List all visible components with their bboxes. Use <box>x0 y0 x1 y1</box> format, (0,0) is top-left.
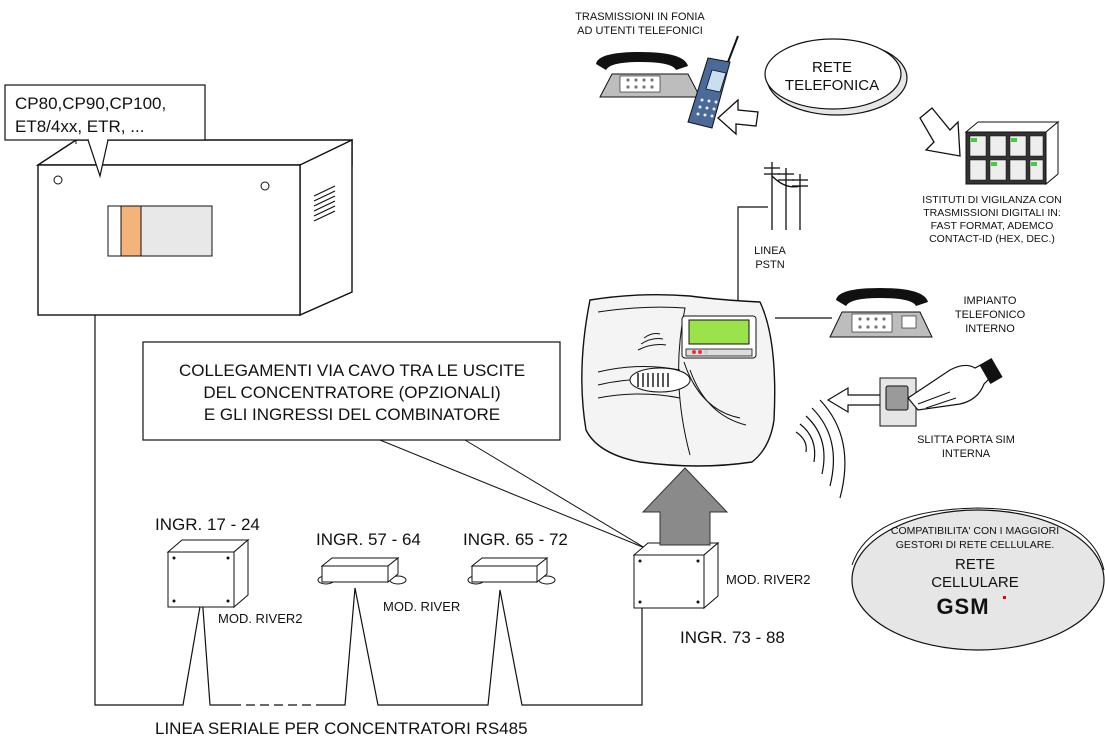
impianto-line-2: TELEFONICO <box>955 309 1026 321</box>
module-4-inputs: INGR. 73 - 88 <box>680 628 785 647</box>
gsm-combinator-device <box>581 293 776 467</box>
radio-waves-icon <box>795 399 846 499</box>
receiver-rack-icon <box>964 120 1060 186</box>
slitta-line-1: SLITTA PORTA SIM <box>917 434 1015 446</box>
serial-line-label: LINEA SERIALE PER CONCENTRATORI RS485 <box>155 719 528 738</box>
rete-telefonica-line-1: RETE <box>812 59 852 76</box>
internal-phone-icon <box>829 288 933 338</box>
mobile-phone-icon <box>687 35 739 129</box>
module-river-65-72 <box>467 556 556 585</box>
up-arrow-icon <box>641 467 729 546</box>
rete-telefonica-bubble: RETE TELEFONICA <box>764 38 908 116</box>
telephone-pole-icon <box>764 162 808 230</box>
left-arrow-to-phones-icon <box>717 98 759 136</box>
istituti-line-4: CONTACT-ID (HEX, DEC.) <box>929 233 1055 245</box>
istituti-line-3: FAST FORMAT, ADEMCO <box>931 220 1054 232</box>
gsm-network-bubble: COMPATIBILITA' CON I MAGGIORI GESTORI DI… <box>851 507 1105 651</box>
pstn-line-2: PSTN <box>755 259 784 271</box>
istituti-line-1: ISTITUTI DI VIGILANZA CON <box>922 194 1061 206</box>
cabinet-orange-module <box>120 205 142 257</box>
voice-tx-line-2: AD UTENTI TELEFONICI <box>577 25 703 37</box>
module-2-model: MOD. RIVER <box>383 599 460 614</box>
cable-connections-callout: COLLEGAMENTI VIA CAVO TRA LE USCITE DEL … <box>142 341 646 549</box>
gsm-logo-dot <box>1003 596 1006 599</box>
lcd-display <box>688 319 750 345</box>
rete-telefonica-line-2: TELEFONICA <box>785 77 879 94</box>
sim-slot-icon <box>879 377 917 427</box>
module-river2-17-24 <box>166 538 250 609</box>
module-river2-73-88 <box>632 541 720 610</box>
down-right-arrow-icon <box>919 107 961 157</box>
gsm-cellulare-label: CELLULARE <box>931 574 1019 591</box>
panel-models-line-1: CP80,CP90,CP100, <box>15 94 166 113</box>
gsm-rete-label: RETE <box>955 556 995 573</box>
cavo-line-2: DEL CONCENTRATORE (OPZIONALI) <box>203 383 500 402</box>
module-2-inputs: INGR. 57 - 64 <box>316 530 421 549</box>
module-1-model: MOD. RIVER2 <box>218 611 303 626</box>
pstn-line-1: LINEA <box>754 245 786 257</box>
panel-models-callout: CP80,CP90,CP100, ET8/4xx, ETR, ... <box>4 84 206 179</box>
cavo-line-3: E GLI INGRESSI DEL COMBINATORE <box>204 405 500 424</box>
cavo-line-1: COLLEGAMENTI VIA CAVO TRA LE USCITE <box>179 361 525 380</box>
gsm-logo: GSM <box>936 594 989 619</box>
gsm-compat-line-2: GESTORI DI RETE CELLULARE. <box>896 539 1055 551</box>
module-4-model: MOD. RIVER2 <box>726 572 811 587</box>
hand-icon <box>907 357 1003 411</box>
sim-insert-arrow-icon <box>826 386 886 414</box>
module-river-57-64 <box>317 556 407 585</box>
impianto-line-1: IMPIANTO <box>964 295 1017 307</box>
panel-models-line-2: ET8/4xx, ETR, ... <box>15 117 144 136</box>
istituti-line-2: TRASMISSIONI DIGITALI IN: <box>923 207 1061 219</box>
control-panel-cabinet <box>35 138 353 317</box>
slitta-line-2: INTERNA <box>942 448 991 460</box>
desk-phone-icon <box>596 52 701 98</box>
module-1-inputs: INGR. 17 - 24 <box>155 515 260 534</box>
voice-tx-line-1: TRASMISSIONI IN FONIA <box>575 11 705 23</box>
module-3-inputs: INGR. 65 - 72 <box>463 530 568 549</box>
impianto-line-3: INTERNO <box>965 323 1015 335</box>
gsm-compat-line-1: COMPATIBILITA' CON I MAGGIORI <box>891 525 1059 537</box>
rs485-serial-bus <box>94 315 643 706</box>
